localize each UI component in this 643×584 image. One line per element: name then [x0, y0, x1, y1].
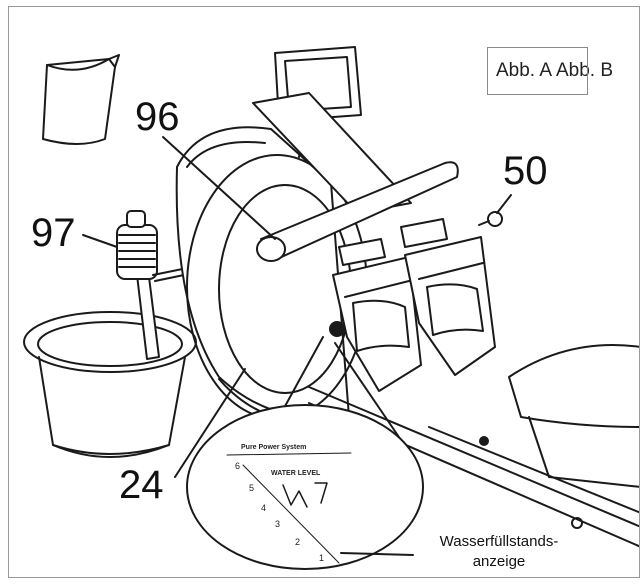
leader-line-96	[162, 136, 276, 240]
measuring-cup-icon	[42, 54, 120, 145]
water-level-label: Wasserfüllstands- anzeige	[419, 532, 579, 573]
rowing-machine-illustration: Pure Power System WATER LEVEL 6 5 4 3 2 …	[23, 46, 639, 570]
leader-line-50	[496, 194, 512, 214]
leader-line-24	[174, 368, 246, 478]
gauge-scale-2: 2	[295, 537, 300, 547]
gauge-scale-6: 6	[235, 461, 240, 471]
figure-frame: Pure Power System WATER LEVEL 6 5 4 3 2 …	[8, 6, 640, 578]
water-level-gauge-magnifier: Pure Power System WATER LEVEL 6 5 4 3 2 …	[186, 336, 424, 570]
figure-tab-a[interactable]: Abb. A	[496, 60, 552, 81]
water-level-label-line2: anzeige	[472, 553, 526, 571]
console-monitor-icon	[252, 46, 412, 214]
callout-24: 24	[119, 463, 164, 507]
gauge-title: WATER LEVEL	[271, 470, 321, 477]
callout-97: 97	[31, 211, 76, 255]
footboards-icon	[329, 218, 496, 392]
leader-line-97	[82, 234, 118, 248]
handlebar-icon	[256, 161, 459, 262]
callout-50: 50	[503, 149, 548, 193]
bucket-icon	[23, 311, 197, 458]
gauge-brand: Pure Power System	[241, 444, 306, 451]
seat-icon	[508, 344, 639, 488]
callout-96: 96	[135, 95, 180, 139]
figure-tabs: Abb. A Abb. B	[487, 47, 639, 95]
figure-tab-box	[487, 47, 588, 95]
gauge-scale-4: 4	[261, 503, 266, 513]
figure-tab-b[interactable]: Abb. B	[556, 60, 614, 81]
siphon-pump-icon	[116, 210, 272, 360]
screw-icon	[478, 211, 503, 227]
gauge-scale-5: 5	[249, 483, 254, 493]
leader-line-water-level	[340, 552, 414, 556]
gauge-scale-3: 3	[275, 519, 280, 529]
water-level-label-line1: Wasserfüllstands-	[439, 533, 559, 550]
gauge-scale-1: 1	[319, 553, 324, 563]
